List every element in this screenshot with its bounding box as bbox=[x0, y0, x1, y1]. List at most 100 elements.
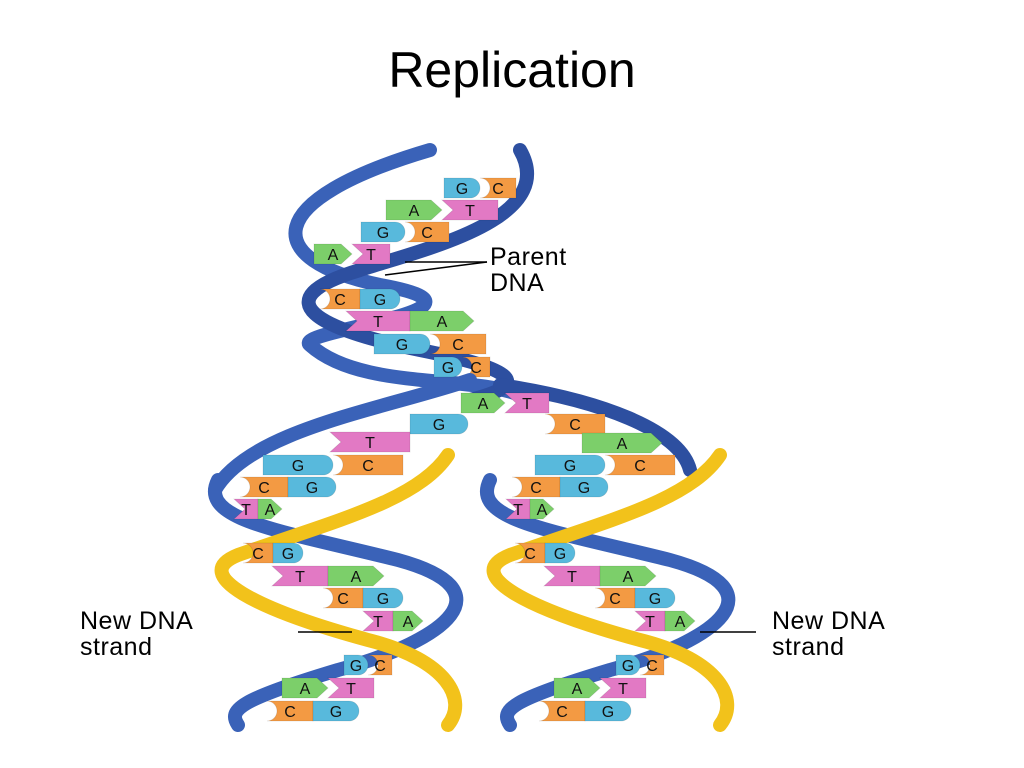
daughter-helix-right-pair-8-base-right-label: T bbox=[618, 681, 628, 698]
daughter-helix-right-pair-7-base-left-label: G bbox=[622, 658, 634, 675]
daughter-helix-right-pair-5-base-right-label: G bbox=[649, 591, 661, 608]
daughter-helix-right-pair-6-base-left-label: T bbox=[645, 614, 655, 631]
daughter-helix-left-pair-5-base-left bbox=[322, 587, 364, 609]
daughter-helix-left-pair-1-base-left-label: C bbox=[258, 480, 270, 497]
daughter-helix-right-pair-7-base-right bbox=[639, 654, 665, 676]
daughter-helix-left-pair-5-base-left-label: C bbox=[337, 591, 349, 608]
daughter-helix-left-pair-8-base-right-label: T bbox=[346, 681, 356, 698]
parent-pair-1-base-left bbox=[385, 199, 443, 221]
parent-pair-3-base-right-label: T bbox=[366, 247, 376, 264]
callout-lines bbox=[298, 261, 756, 633]
parent-pair-0-base-left-label: G bbox=[456, 181, 468, 198]
daughter-helix-left-pair-4-base-left-label: T bbox=[295, 569, 305, 586]
daughter-helix-right-pair-3-base-right bbox=[544, 542, 576, 564]
parent-dna-label: Parent DNA bbox=[490, 244, 567, 296]
daughter-helix-left-pair-8-base-right bbox=[326, 677, 375, 699]
daughter-helix-left-pair-0-base-right bbox=[332, 454, 404, 476]
daughter-helix-right-pair-6-base-right-label: A bbox=[675, 614, 686, 631]
daughter-helix-left-pair-5-base-right bbox=[362, 587, 404, 609]
daughter-helix-left-pair-3-base-right-label: G bbox=[282, 546, 294, 563]
parent-pair-1-base-right-label: T bbox=[465, 203, 475, 220]
daughter-helix-left-pair-3-base-left bbox=[242, 542, 274, 564]
daughter-helix-left-pair-8-base-left-label: A bbox=[300, 681, 311, 698]
daughter-helix-left-pair-4-base-right bbox=[327, 565, 385, 587]
daughter-helix-right-pair-0-base-left bbox=[534, 454, 606, 476]
parent-pair-3-base-right bbox=[350, 243, 391, 265]
parent-pair-0-base-left bbox=[443, 177, 481, 199]
parent-pair-2-base-right bbox=[404, 221, 450, 243]
daughter-helix-left-pair-1-base-right-label: G bbox=[306, 480, 318, 497]
fork-right-base-1 bbox=[581, 432, 663, 454]
daughter-helix-left-pair-8-base-left bbox=[281, 677, 329, 699]
daughter-helix-right-pair-8-base-right bbox=[598, 677, 647, 699]
daughter-helix-left-pair-4-base-left bbox=[270, 565, 329, 587]
daughter-helix-right-pair-6-base-right bbox=[664, 610, 696, 632]
daughter-helix-right-pair-5-base-left-label: C bbox=[609, 591, 621, 608]
daughter-helix-left-pair-3-base-left-label: C bbox=[252, 546, 264, 563]
parent-pair-6-base-right bbox=[429, 333, 487, 355]
parent-pair-7-base-left bbox=[433, 356, 463, 378]
daughter-helix-right-pair-0-base-left-label: G bbox=[564, 458, 576, 475]
daughter-helix-right-new-strand bbox=[486, 448, 735, 732]
daughter-helix-right-pair-1-base-right-label: G bbox=[578, 480, 590, 497]
parent-pair-1-base-right bbox=[440, 199, 499, 221]
daughter-helix-right-pair-3-base-right-label: G bbox=[554, 546, 566, 563]
fork-left-base-1-label: T bbox=[365, 435, 375, 452]
parent-pair-3-base-left bbox=[313, 243, 353, 265]
parent-callout-line-2 bbox=[384, 261, 488, 276]
daughter-helix-left-pair-9-base-right-label: G bbox=[330, 704, 342, 721]
daughter-helix-right-pair-2-base-left bbox=[504, 498, 531, 520]
parent-pair-5-base-right-label: A bbox=[437, 314, 448, 331]
daughter-helix-left-pair-9-base-left bbox=[266, 700, 314, 722]
new-dna-strand-label-left: New DNA strand bbox=[80, 608, 193, 660]
daughter-helix-right-pair-1-base-right bbox=[559, 476, 609, 498]
daughter-helix-right-pair-9-base-right bbox=[584, 700, 632, 722]
daughter-helix-left-parent-strand bbox=[208, 473, 464, 732]
daughter-helix-left-pair-6-base-left bbox=[361, 610, 394, 632]
fork-right-base-0-label: C bbox=[569, 417, 581, 434]
fork-left-base-0-label: G bbox=[433, 417, 445, 434]
fork-pair-base-left bbox=[460, 392, 506, 414]
new-dna-strand-left-line1: New DNA bbox=[80, 607, 194, 635]
parent-pair-7-base-left-label: G bbox=[442, 360, 454, 377]
parent-pair-4-base-right bbox=[359, 288, 401, 310]
new-dna-strand-label-right: New DNA strand bbox=[772, 608, 885, 660]
daughter-helix-right-pair-2-base-right bbox=[529, 498, 555, 520]
daughter-helix-right-pair-2-base-right-label: A bbox=[537, 502, 548, 519]
fork-left-backbone bbox=[208, 373, 477, 497]
daughter-helix-left-pair-6-base-right-label: A bbox=[403, 614, 414, 631]
new-dna-strand-right-line1: New DNA bbox=[772, 607, 886, 635]
daughter-helix-right-pair-1-base-left-label: C bbox=[530, 480, 542, 497]
parent-pair-6-base-left-label: G bbox=[396, 337, 408, 354]
daughter-helix-left-pair-1-base-right bbox=[287, 476, 337, 498]
daughter-helix-right-pair-7-base-right-label: C bbox=[646, 658, 658, 675]
daughter-helix-right-pair-8-base-left bbox=[553, 677, 601, 699]
daughter-helix-left-pair-2-base-left bbox=[232, 498, 259, 520]
daughter-helix-right-pair-5-base-right bbox=[634, 587, 676, 609]
daughter-helix-left-pair-7-base-left bbox=[343, 654, 369, 676]
parent-backbone-2 bbox=[301, 143, 535, 407]
daughter-helix-left-pair-6-base-right bbox=[392, 610, 424, 632]
parent-pair-2-base-left-label: G bbox=[377, 225, 389, 242]
daughter-helix-right-pair-2-base-left-label: T bbox=[513, 502, 523, 519]
daughter-helix-right-pair-0-base-right bbox=[604, 454, 676, 476]
parent-pair-2-base-right-label: C bbox=[421, 225, 433, 242]
daughter-helix-right-pair-4-base-right bbox=[599, 565, 657, 587]
daughter-helix-right-pair-3-base-left-label: C bbox=[524, 546, 536, 563]
parent-pair-3-base-left-label: A bbox=[328, 247, 339, 264]
daughter-helix-left-pair-1-base-left bbox=[239, 476, 289, 498]
daughter-helix-left-pair-6-base-left-label: T bbox=[373, 614, 383, 631]
parent-pair-7-base-right-label: C bbox=[470, 360, 482, 377]
daughter-helix-right-pair-9-base-left bbox=[538, 700, 586, 722]
daughter-helix-right-pair-9-base-right-label: G bbox=[602, 704, 614, 721]
daughter-helix-left-pair-7-base-right bbox=[367, 654, 393, 676]
parent-pair-4-base-left-label: C bbox=[334, 292, 346, 309]
parent-dna-label-line1: Parent bbox=[490, 243, 567, 271]
daughter-helix-right-pair-9-base-left-label: C bbox=[556, 704, 568, 721]
daughter-helix-left-pair-9-base-left-label: C bbox=[284, 704, 296, 721]
